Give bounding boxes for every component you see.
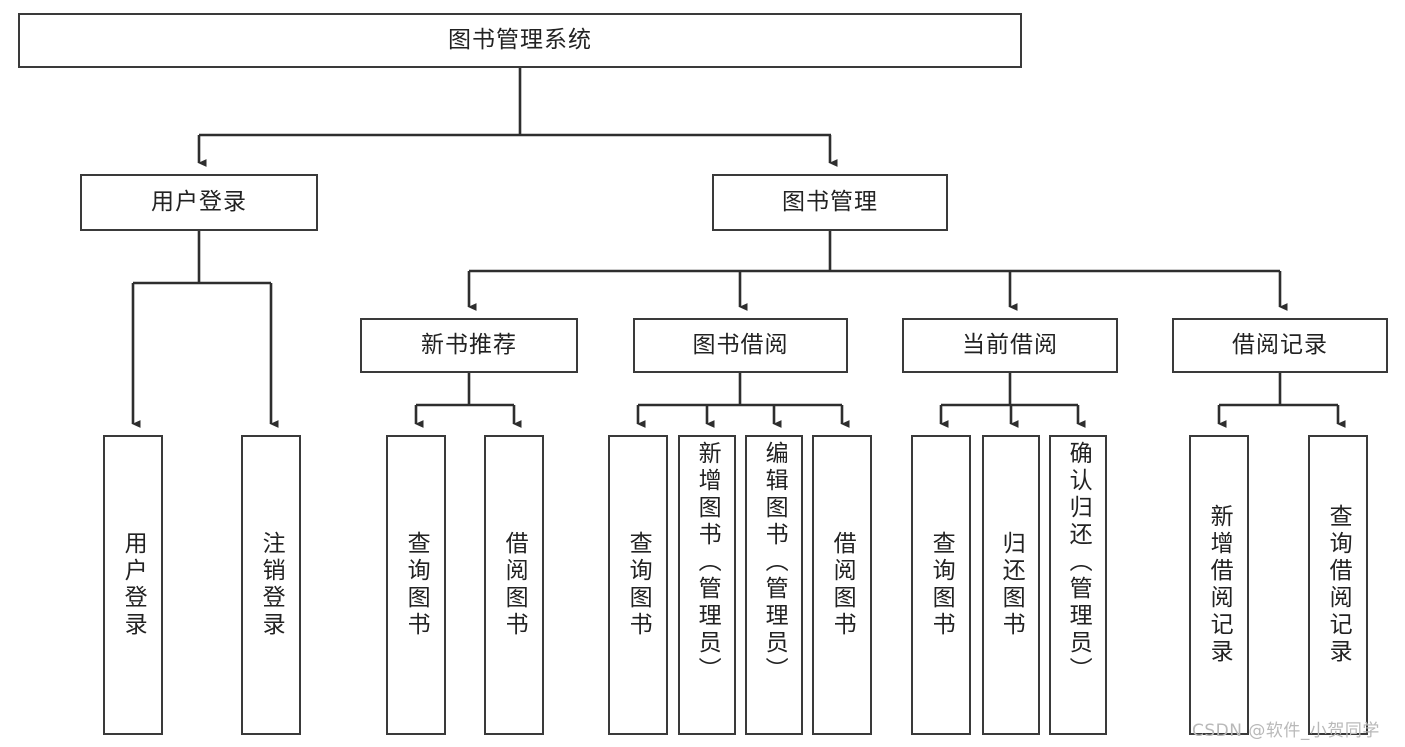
node-current-borrow-label: 当前借阅 <box>962 331 1058 358</box>
node-new-book-recommend-label: 新书推荐 <box>421 331 517 358</box>
leaf-logout[interactable]: 注销登录 <box>241 435 301 735</box>
leaf-label: 注销登录 <box>258 531 285 639</box>
leaf-edit-book-admin[interactable]: 编辑图书（管理员） <box>745 435 803 735</box>
leaf-add-borrow-record[interactable]: 新增借阅记录 <box>1189 435 1249 735</box>
leaf-label: 新增图书（管理员） <box>694 441 721 684</box>
leaf-label: 借阅图书 <box>501 531 528 639</box>
leaf-label: 新增借阅记录 <box>1206 504 1233 666</box>
leaf-query-book-recommend[interactable]: 查询图书 <box>386 435 446 735</box>
leaf-return-book[interactable]: 归还图书 <box>982 435 1040 735</box>
leaf-borrow-book[interactable]: 借阅图书 <box>812 435 872 735</box>
leaf-query-borrow-record[interactable]: 查询借阅记录 <box>1308 435 1368 735</box>
leaf-label: 查询图书 <box>403 531 430 639</box>
csdn-watermark: CSDN @软件_小贺同学 <box>1192 721 1380 741</box>
node-root-label: 图书管理系统 <box>448 26 592 53</box>
leaf-label: 用户登录 <box>120 531 147 639</box>
leaf-confirm-return-admin[interactable]: 确认归还（管理员） <box>1049 435 1107 735</box>
leaf-query-book-borrow[interactable]: 查询图书 <box>608 435 668 735</box>
leaf-label: 确认归还（管理员） <box>1065 441 1092 684</box>
node-new-book-recommend[interactable]: 新书推荐 <box>360 318 578 373</box>
leaf-label: 编辑图书（管理员） <box>761 441 788 684</box>
leaf-query-book-current[interactable]: 查询图书 <box>911 435 971 735</box>
node-book-borrow[interactable]: 图书借阅 <box>633 318 848 373</box>
node-user-login-label: 用户登录 <box>151 188 247 215</box>
leaf-add-book-admin[interactable]: 新增图书（管理员） <box>678 435 736 735</box>
leaf-label: 归还图书 <box>998 531 1025 639</box>
leaf-label: 查询借阅记录 <box>1325 504 1352 666</box>
leaf-borrow-book-recommend[interactable]: 借阅图书 <box>484 435 544 735</box>
node-book-management-label: 图书管理 <box>782 188 878 215</box>
node-book-management[interactable]: 图书管理 <box>712 174 948 231</box>
node-borrow-record-label: 借阅记录 <box>1232 331 1328 358</box>
node-current-borrow[interactable]: 当前借阅 <box>902 318 1118 373</box>
leaf-label: 借阅图书 <box>829 531 856 639</box>
node-root[interactable]: 图书管理系统 <box>18 13 1022 68</box>
leaf-user-login[interactable]: 用户登录 <box>103 435 163 735</box>
node-user-login[interactable]: 用户登录 <box>80 174 318 231</box>
node-book-borrow-label: 图书借阅 <box>692 331 789 358</box>
leaf-label: 查询图书 <box>625 531 652 639</box>
node-borrow-record[interactable]: 借阅记录 <box>1172 318 1388 373</box>
leaf-label: 查询图书 <box>928 531 955 639</box>
